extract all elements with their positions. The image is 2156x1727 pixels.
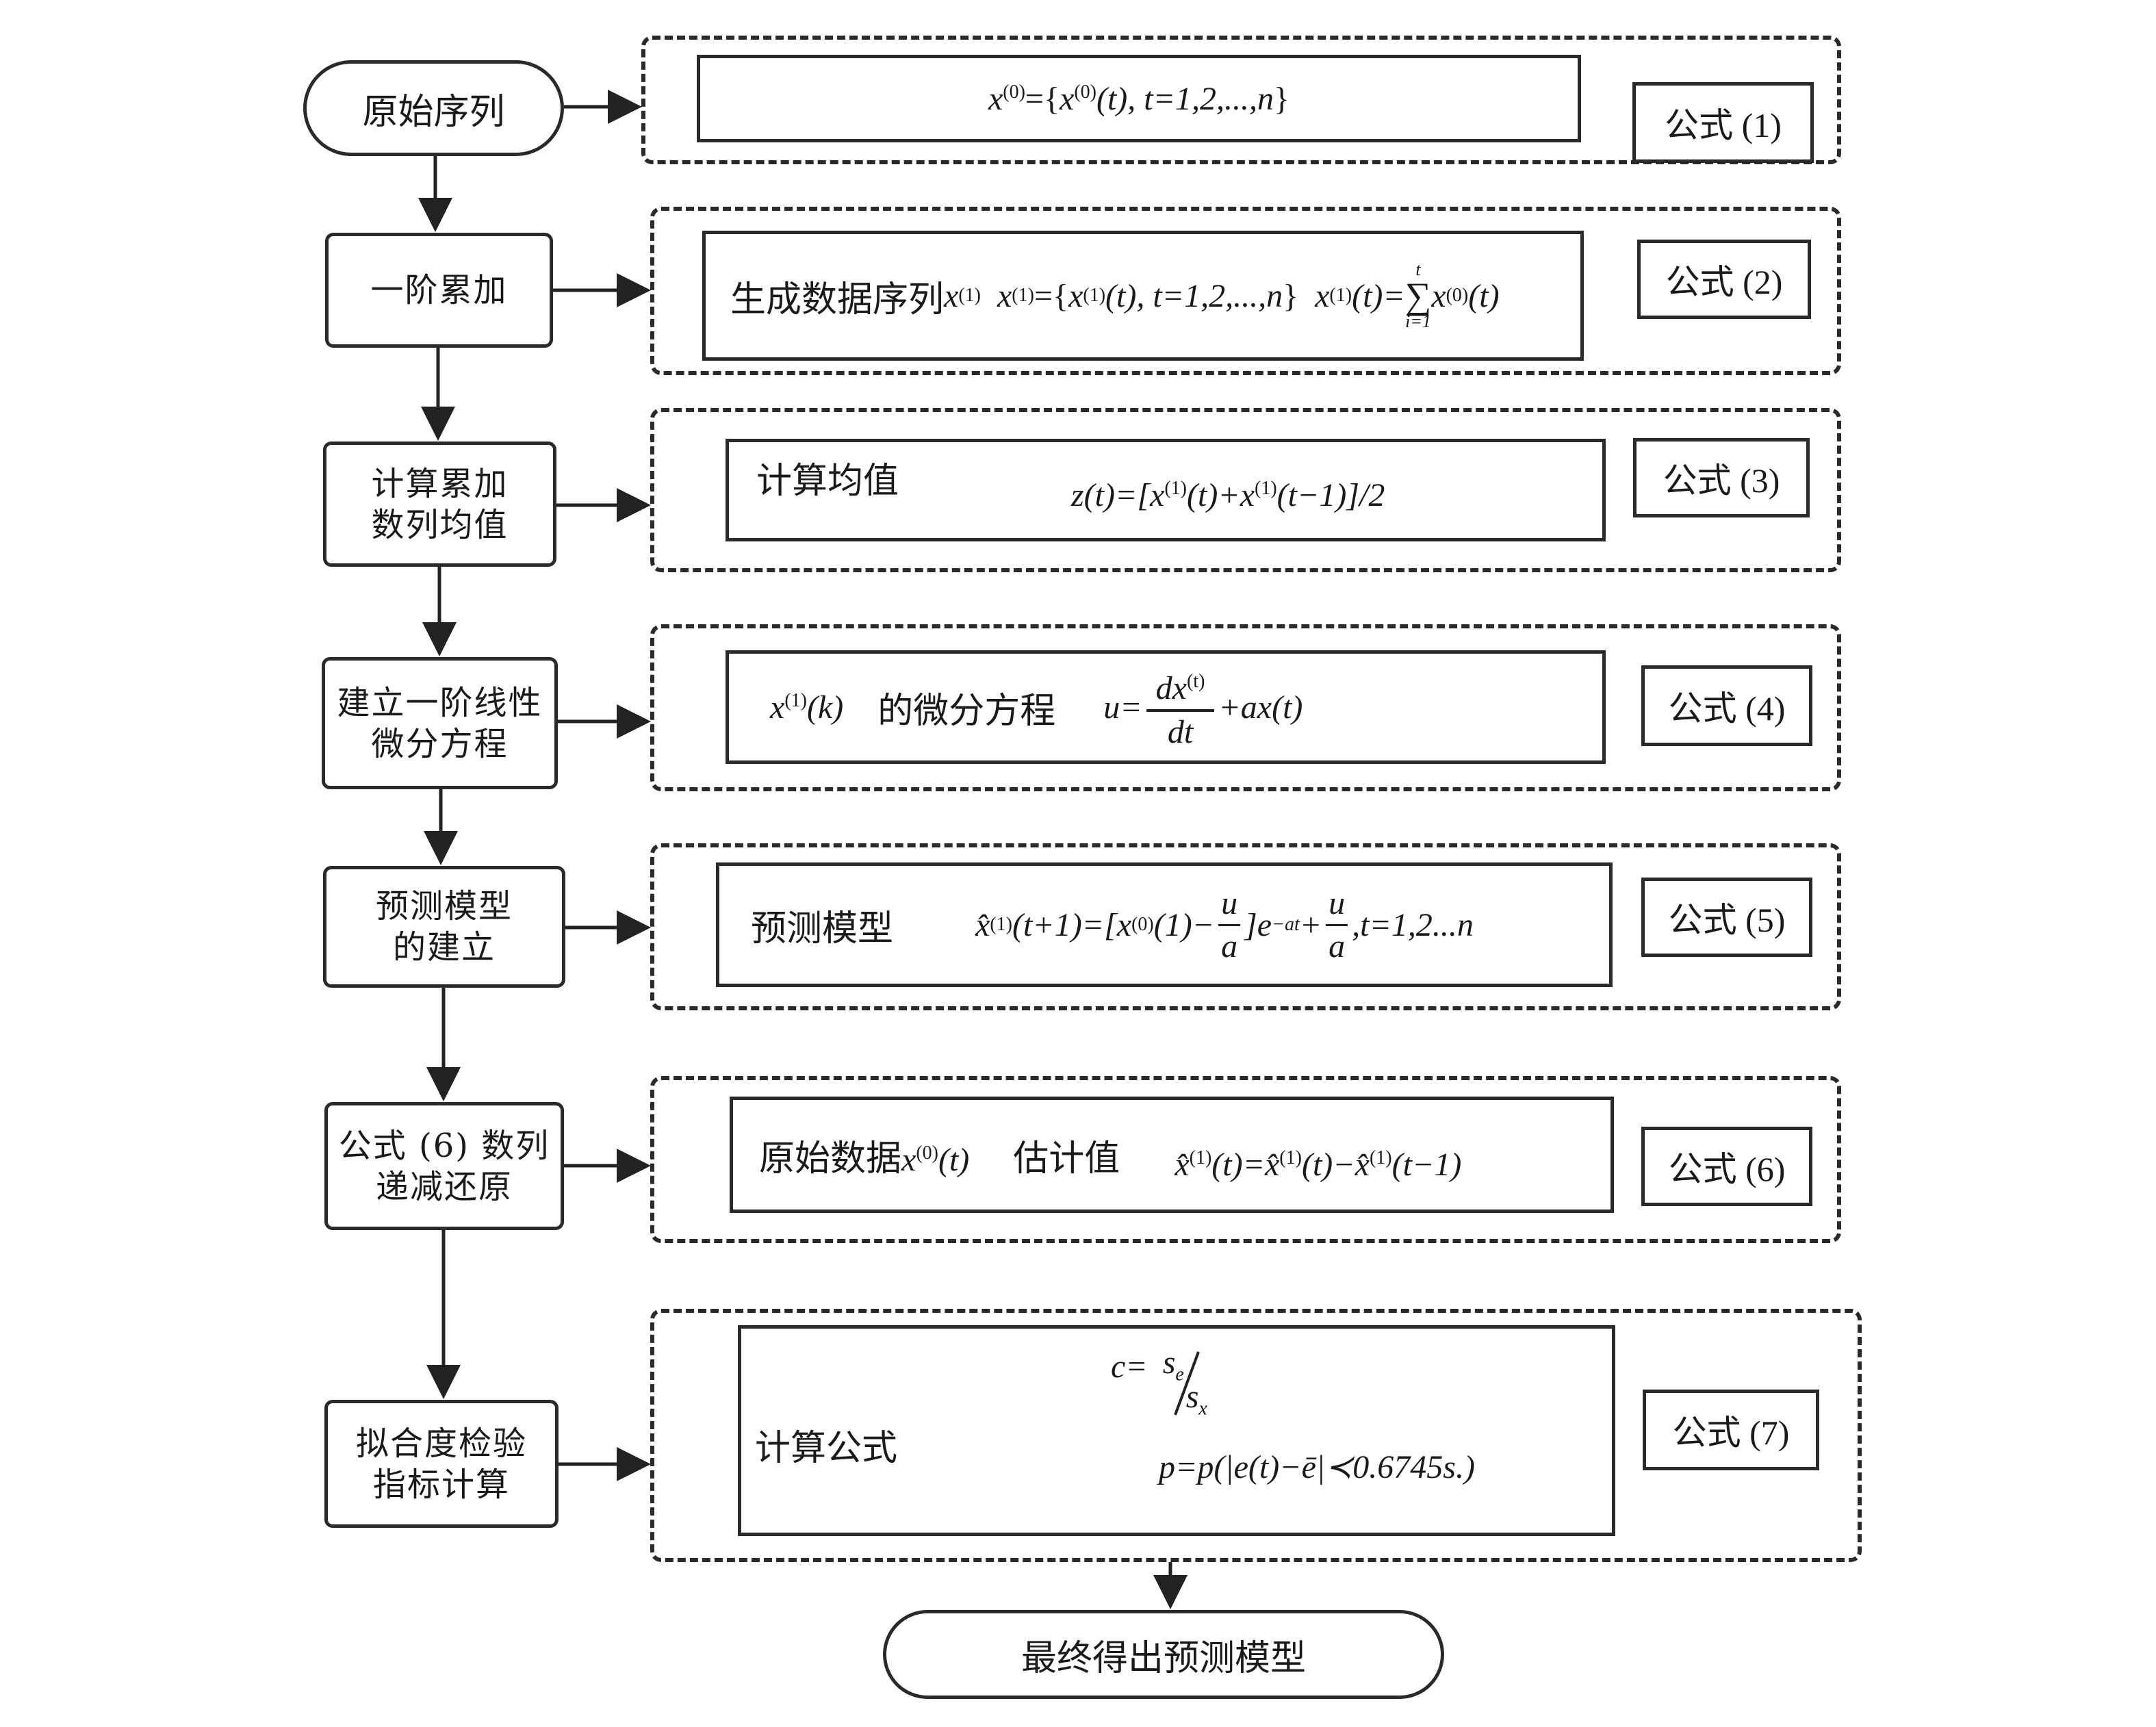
formula-tag-3: 公式 (3) xyxy=(1633,438,1810,517)
step-node-restore: 公式 (6) 数列 递减还原 xyxy=(324,1102,564,1230)
formula-4-var: x(1)(k) xyxy=(770,689,844,726)
formula-1: x(0)={x(0)(t), t=1,2,...,n} xyxy=(988,80,1290,117)
formula-panel-7 xyxy=(650,1309,1862,1562)
step-label-line: 的建立 xyxy=(392,928,496,967)
fraction-slash xyxy=(1173,1351,1200,1416)
step-node-differential-equation: 建立一阶线性 微分方程 xyxy=(322,657,558,789)
formula-tag-2: 公式 (2) xyxy=(1637,240,1811,319)
formula-7-p: p=p(|e(t)−ē|≺0.6745s.) xyxy=(1159,1449,1475,1485)
formula-label-7: 计算公式 xyxy=(755,1429,898,1468)
formula-panel-4 xyxy=(650,624,1841,791)
start-label: 原始序列 xyxy=(362,92,505,132)
formula-7-c: c= se sx xyxy=(1111,1344,1218,1420)
start-node: 原始序列 xyxy=(303,60,564,156)
formula-panel-1 xyxy=(641,36,1841,164)
formula-panel-6 xyxy=(650,1076,1841,1243)
formula-label-4: 的微分方程 xyxy=(877,691,1056,731)
formula-label-6-estimate: 估计值 xyxy=(1013,1139,1120,1179)
step-node-mean: 计算累加 数列均值 xyxy=(323,442,556,567)
step-label-line: 一阶累加 xyxy=(370,271,508,309)
step-node-prediction-model: 预测模型 的建立 xyxy=(323,866,565,988)
formula-tag-1: 公式 (1) xyxy=(1632,82,1814,163)
step-label-line: 拟合度检验 xyxy=(355,1424,527,1463)
formula-box-6: 原始数据x(0)(t) 估计值 x̂(1)(t)=x̂(1)(t)−x̂(1)(… xyxy=(730,1097,1614,1213)
formula-2: x(1) x(1)={x(1)(t), t=1,2,...,n} x(1)(t)… xyxy=(944,259,1500,331)
formula-tag-6: 公式 (6) xyxy=(1641,1127,1812,1206)
formula-box-2: 生成数据序列 x(1) x(1)={x(1)(t), t=1,2,...,n} … xyxy=(702,231,1584,361)
formula-4: u= dx(t)dt +ax(t) xyxy=(1103,661,1302,753)
step-label-line: 预测模型 xyxy=(375,887,513,925)
step-label-line: 公式 (6) 数列 xyxy=(338,1126,550,1165)
step-node-fit-test: 拟合度检验 指标计算 xyxy=(324,1400,559,1528)
step-label-line: 微分方程 xyxy=(371,724,509,763)
formula-6: x̂(1)(t)=x̂(1)(t)−x̂(1)(t−1) xyxy=(1175,1146,1462,1183)
end-label: 最终得出预测模型 xyxy=(1021,1639,1306,1678)
formula-label-2: 生成数据序列 xyxy=(730,280,945,320)
formula-box-1: x(0)={x(0)(t), t=1,2,...,n} xyxy=(697,55,1581,142)
sigma-symbol: ∑ xyxy=(1404,275,1432,316)
step-node-accumulate: 一阶累加 xyxy=(325,233,553,348)
step-label-line: 建立一阶线性 xyxy=(337,683,543,722)
end-node: 最终得出预测模型 xyxy=(883,1610,1444,1699)
formula-tag-5: 公式 (5) xyxy=(1641,878,1812,957)
formula-box-4: x(1)(k) 的微分方程 u= dx(t)dt +ax(t) xyxy=(726,650,1606,764)
formula-box-3: 计算均值 z(t)=[x(1)(t)+x(1)(t−1)]/2 xyxy=(726,439,1606,541)
formula-tag-7: 公式 (7) xyxy=(1643,1390,1819,1470)
formula-label-3: 计算均值 xyxy=(756,462,899,501)
formula-box-7: 计算公式 c= se sx p=p(|e(t)−ē|≺0.6745s.) xyxy=(738,1325,1615,1536)
formula-panel-3 xyxy=(650,408,1841,572)
formula-panel-2 xyxy=(650,207,1841,375)
formula-tag-4: 公式 (4) xyxy=(1641,665,1812,746)
step-label-line: 指标计算 xyxy=(372,1465,510,1504)
step-label-line: 递减还原 xyxy=(375,1167,513,1206)
formula-label-6: 原始数据x(0)(t) xyxy=(759,1139,970,1179)
step-label-line: 数列均值 xyxy=(371,505,509,544)
formula-label-5: 预测模型 xyxy=(751,909,894,949)
formula-panel-5 xyxy=(650,843,1841,1010)
formula-3: z(t)=[x(1)(t)+x(1)(t−1)]/2 xyxy=(1071,477,1385,513)
step-label-line: 计算累加 xyxy=(371,464,509,503)
